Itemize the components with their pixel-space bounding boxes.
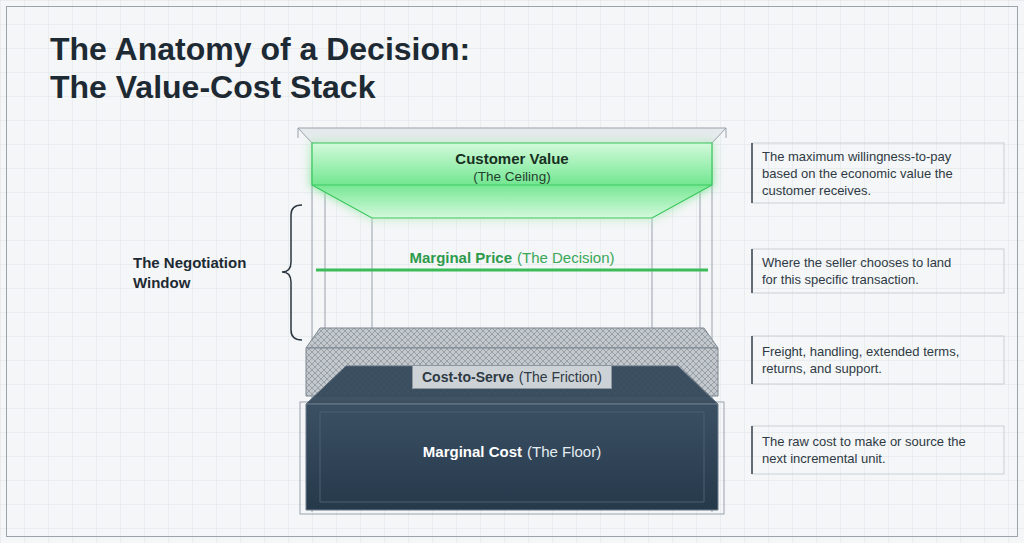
guide-line	[372, 218, 373, 345]
layer-subtitle: (The Friction)	[519, 369, 602, 385]
guide-line	[652, 218, 653, 345]
frame-base	[300, 402, 724, 514]
marginal-cost-block: Marginal Cost (The Floor)	[306, 366, 718, 512]
annotation-text: Freight, handling, extended terms, retur…	[762, 343, 967, 377]
bracket-label: The Negotiation Window	[133, 253, 267, 293]
layer-outline	[312, 143, 712, 218]
price-decision-line: Marginal Price (The Decision)	[316, 247, 708, 275]
annotation-text: The raw cost to make or source the next …	[762, 433, 967, 467]
frame-rim	[298, 128, 726, 143]
layer-subtitle: (The Ceiling)	[312, 168, 712, 186]
layer-label: Cost-to-Serve (The Friction)	[306, 328, 718, 389]
value-ceiling-slab: Customer Value(The Ceiling)	[312, 140, 712, 220]
frame-edge	[298, 128, 299, 138]
annotation-box	[752, 336, 1004, 384]
stack-frame	[298, 128, 726, 514]
annotation-bars	[751, 143, 753, 474]
layer-outline	[316, 269, 708, 272]
annotation-box	[752, 249, 1004, 293]
guide-line	[325, 185, 326, 345]
annotation-bar	[751, 336, 753, 384]
annotation-box	[752, 426, 1004, 474]
layer-label: Marginal Price (The Decision)	[316, 247, 708, 267]
layer-outline	[306, 404, 718, 510]
layer-shape	[316, 247, 708, 275]
layer-title: Marginal Price	[409, 249, 512, 266]
layer-title: Customer Value	[312, 150, 712, 168]
layer-outline	[312, 185, 712, 186]
layer-outline	[320, 412, 704, 502]
layer-title: Cost-to-Serve	[422, 369, 514, 385]
layer-label: Customer Value(The Ceiling)	[312, 140, 712, 186]
annotation-text: The maximum willingness-to-pay based on …	[762, 148, 967, 199]
annotation-box	[752, 143, 1004, 203]
diagram-title: The Anatomy of a Decision: The Value-Cos…	[50, 30, 510, 106]
annotation-frames	[752, 143, 1004, 474]
layer-label: Marginal Cost (The Floor)	[306, 366, 718, 461]
layer-outline	[306, 366, 718, 404]
page-frame	[7, 7, 1018, 537]
layer-subtitle: (The Floor)	[527, 443, 601, 460]
annotation-bar	[751, 143, 753, 203]
annotation-bar	[751, 249, 753, 293]
annotation-text: Where the seller chooses to land for thi…	[762, 254, 967, 288]
layer-title: Marginal Cost	[423, 443, 522, 460]
label-plate: Cost-to-Serve (The Friction)	[412, 365, 612, 389]
annotation-bar	[751, 426, 753, 474]
layer-subtitle: (The Decision)	[517, 249, 615, 266]
cost-to-serve-slab: Cost-to-Serve (The Friction)	[306, 328, 718, 398]
layer-outline	[306, 328, 718, 348]
frame-edge	[726, 128, 727, 138]
guide-line	[700, 185, 701, 345]
window-bracket	[282, 205, 302, 340]
